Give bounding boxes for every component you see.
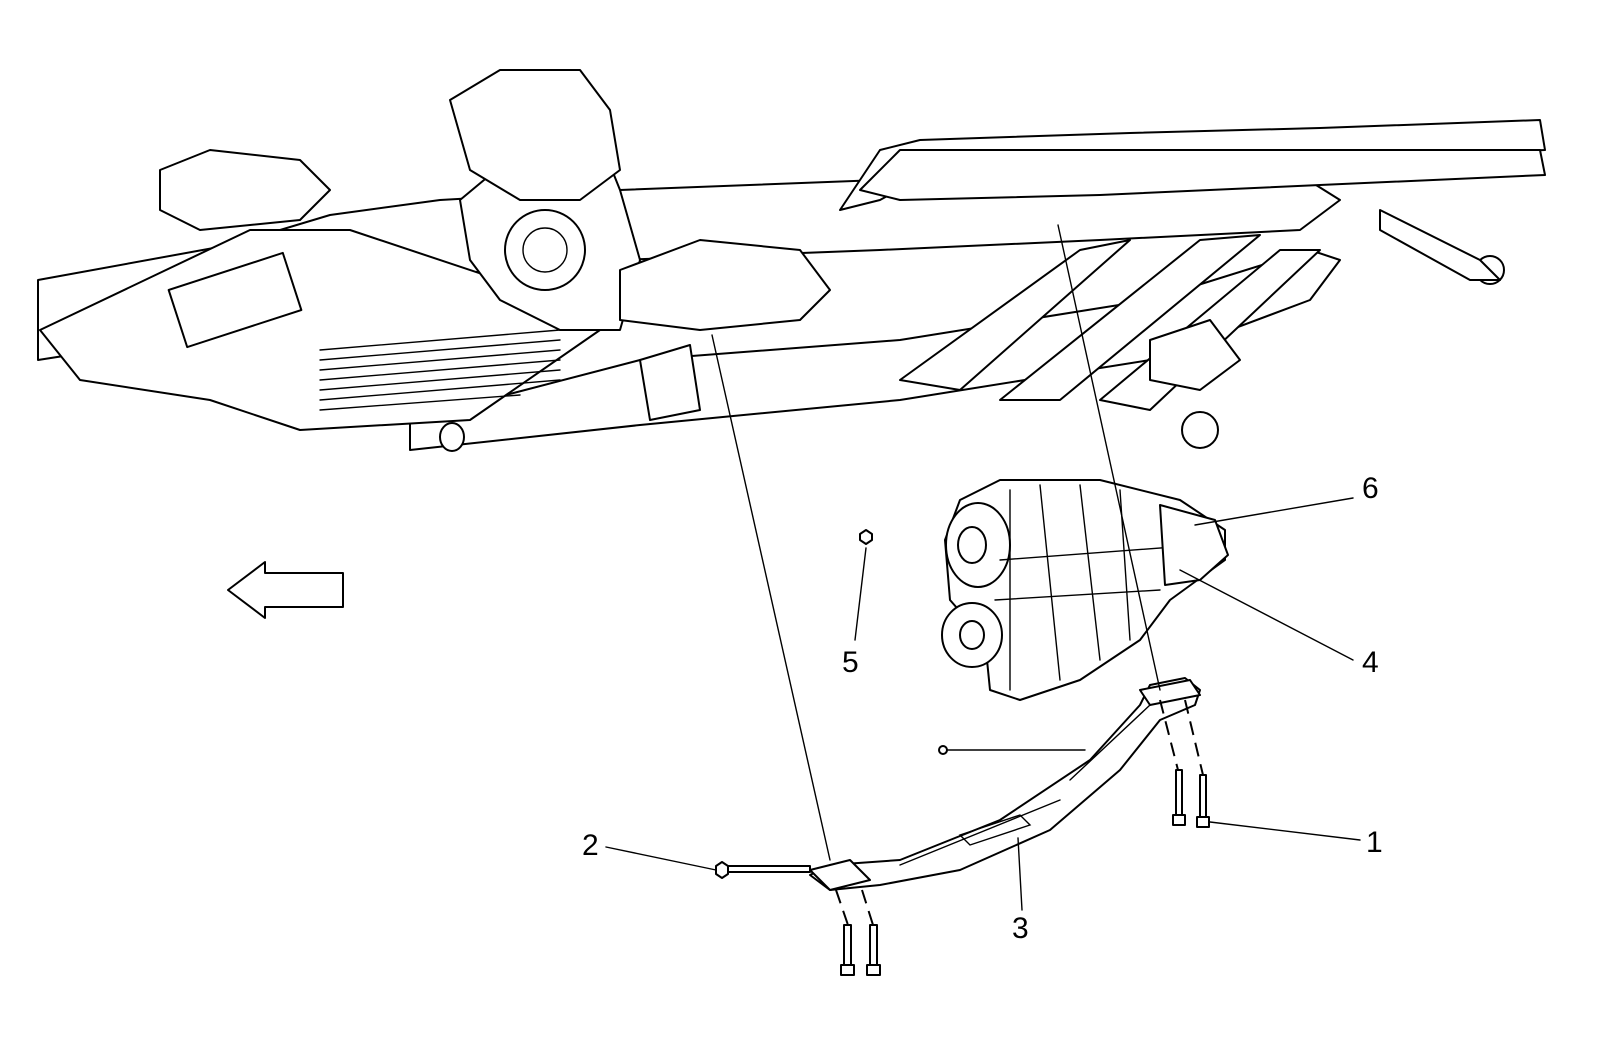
crossmember-bolt [715,861,811,879]
crossmember-body [809,677,1201,891]
callout-3: 3 [1012,912,1029,945]
arrow-left-icon [227,561,344,619]
bushing-rear-lower [1181,411,1219,449]
frame-mount-pad [639,344,701,421]
cooler-fins [319,329,561,411]
callout-labels: 6 4 5 1 2 3 [582,472,1383,945]
callout-6: 6 [1362,472,1379,505]
frame-rail-lower [409,249,1341,451]
transfer-case [941,479,1229,701]
frame-crossmember-a [899,239,1131,391]
callout-5: 5 [842,646,859,679]
skid-plate-cutout [167,251,303,349]
transmission-support-crossmember [809,677,1201,891]
alignment-lines [711,224,1204,926]
nut [859,529,873,545]
heat-shield [619,239,831,331]
callout-2: 2 [582,829,599,862]
rear-link [1379,209,1501,281]
leader-lines [605,497,1361,911]
skid-plate [39,229,601,431]
callout-4: 4 [1362,646,1379,679]
transfer-case-mount-bolt [1172,769,1210,828]
front-bracket [159,149,331,231]
vehicle-frame-assembly [37,69,1546,452]
torque-converter-housing [504,209,586,291]
crossmember-mount-pad-left [809,859,871,891]
crossmember-lower-bolts [840,924,881,976]
exhaust-pipe-end [439,422,465,452]
frame-crossmember-b [999,234,1261,401]
crossmember-side-stud [938,745,1086,755]
frame-rail-upper-2 [859,149,1546,201]
rear-mount [1149,319,1241,391]
crossmember-mount-pad-right [1139,679,1201,706]
transfer-case-rear-housing [1159,504,1229,586]
callout-1: 1 [1366,826,1383,859]
upper-bracket [449,69,621,201]
